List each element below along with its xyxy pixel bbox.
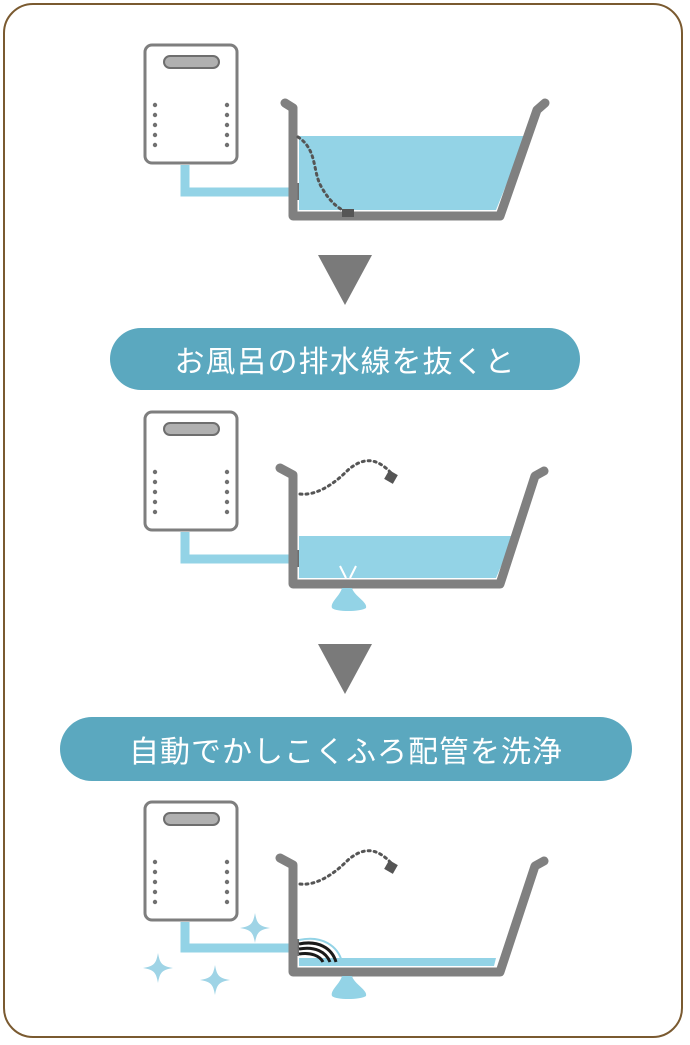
step-2-illustration — [143, 410, 549, 611]
down-arrow-icon — [318, 644, 372, 694]
drain-water-icon — [331, 588, 367, 611]
water-heater-icon — [143, 410, 239, 532]
bath-water — [299, 136, 526, 210]
step-3-illustration — [143, 800, 549, 999]
bath-water — [299, 958, 496, 966]
step-1-illustration — [143, 43, 550, 221]
drain-water-icon — [331, 976, 367, 999]
water-heater-icon — [143, 43, 239, 165]
water-heater-icon — [143, 800, 239, 922]
drain-plug-icon — [342, 209, 354, 217]
down-arrow-icon — [318, 255, 372, 305]
bathtub-icon — [275, 463, 549, 589]
drain-plug-icon — [384, 470, 398, 484]
sparkle-icon — [143, 953, 173, 983]
step-2-caption: お風呂の排水線を抜くと — [110, 328, 580, 390]
bath-water — [299, 536, 514, 578]
sparkle-icon — [240, 913, 270, 943]
bathtub-icon — [275, 853, 549, 977]
bathtub-icon — [280, 98, 550, 221]
drain-plug-icon — [384, 860, 398, 874]
sparkle-icon — [200, 965, 230, 995]
step-3-caption: 自動でかしこくふろ配管を洗浄 — [60, 717, 632, 781]
